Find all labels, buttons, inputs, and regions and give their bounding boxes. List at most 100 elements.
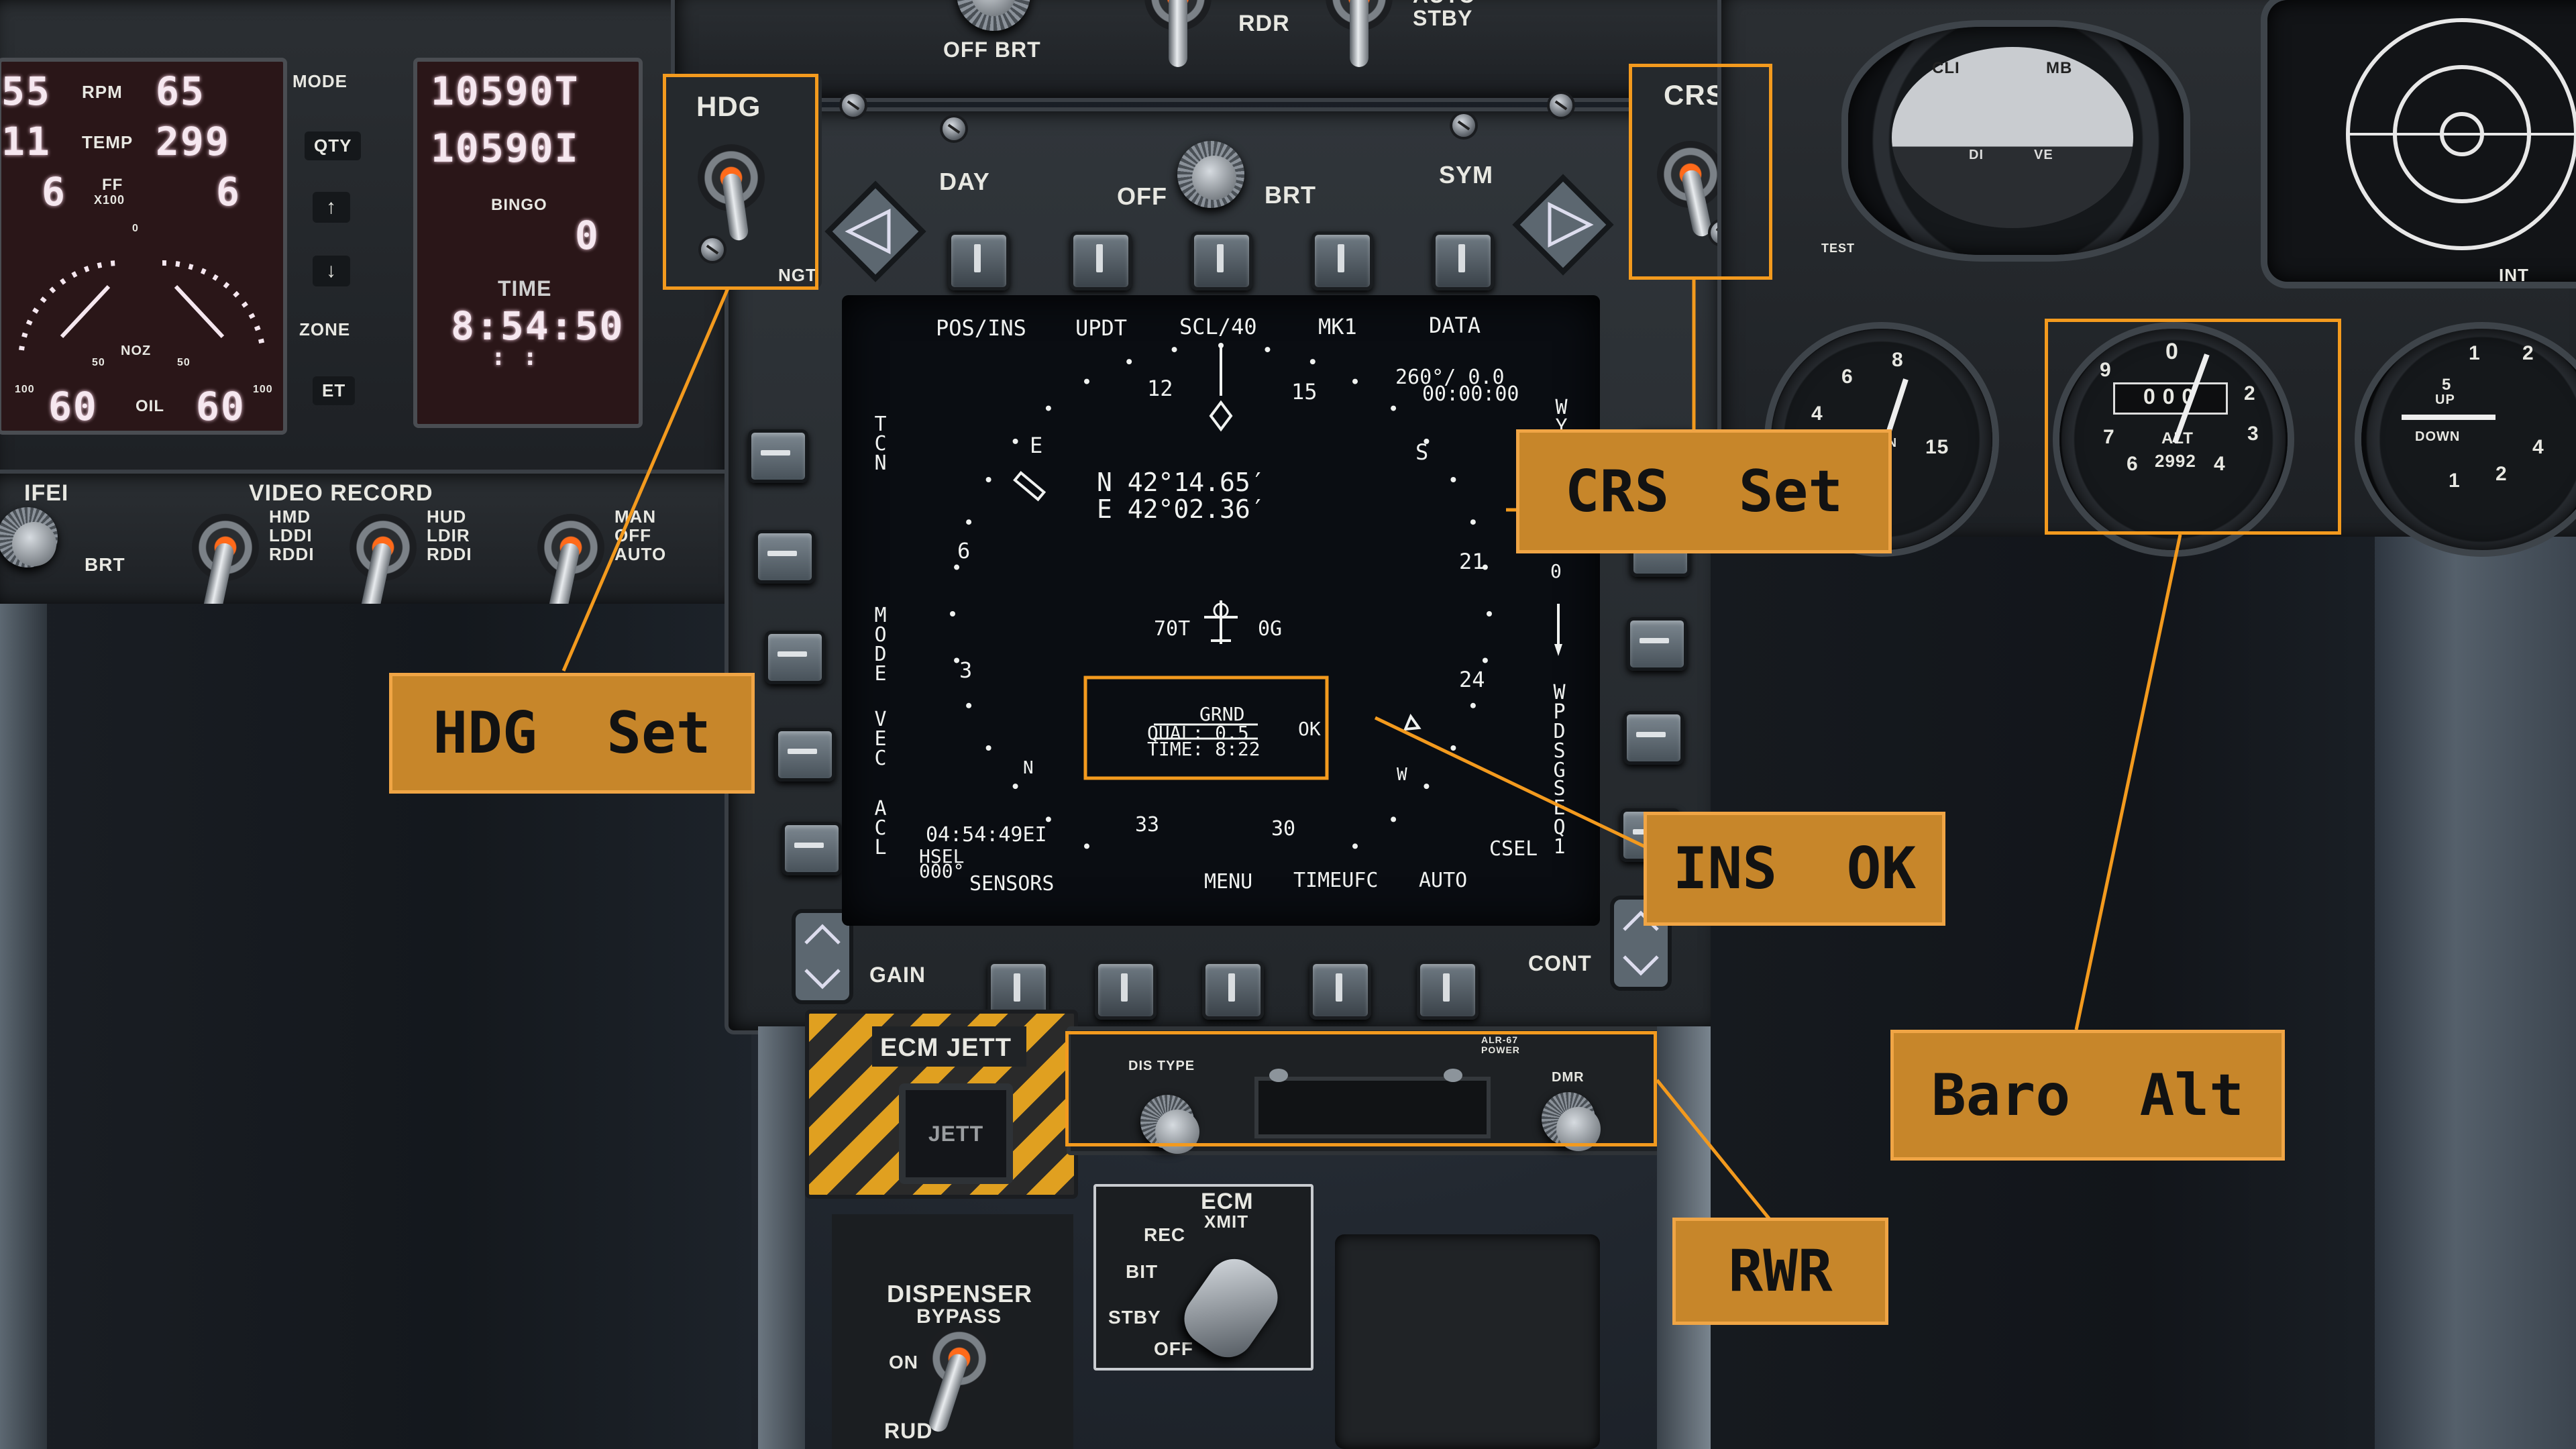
compass-6: 6 bbox=[957, 538, 971, 564]
ifei-zone-button[interactable]: ZONE bbox=[299, 319, 351, 339]
cont-label: CONT bbox=[1528, 951, 1592, 975]
time-to-go: 00:00:00 bbox=[1422, 382, 1519, 406]
ddi-brightness-knob[interactable] bbox=[1177, 141, 1244, 208]
ddi-screen: POS/INS UPDT SCL/40 MK1 DATA TCN MODE VE… bbox=[842, 295, 1600, 926]
ddi-pb-top-2[interactable] bbox=[1070, 231, 1132, 290]
ddi-pb-left-3[interactable] bbox=[765, 631, 825, 684]
auto-stby-label: AUTO STBY bbox=[1413, 0, 1475, 30]
crs-label: CRS bbox=[1664, 79, 1725, 111]
off-label: OFF bbox=[1117, 182, 1167, 210]
sym-rocker[interactable] bbox=[1509, 171, 1617, 278]
gain-rocker[interactable] bbox=[792, 909, 853, 1004]
ngt-label: NGT bbox=[778, 265, 817, 285]
vsi-mark-4: 4 bbox=[2532, 436, 2544, 458]
ff-right: 6 bbox=[216, 169, 241, 215]
screw bbox=[943, 117, 965, 140]
noz-scale-50-left: 50 bbox=[92, 357, 105, 368]
crs-set-callout: CRS Set bbox=[1516, 429, 1892, 553]
video-switch-2[interactable] bbox=[350, 514, 417, 618]
vsi-mark-2: 2 bbox=[2522, 342, 2534, 364]
upper-brt-knob[interactable] bbox=[957, 0, 1030, 31]
video-switch-1[interactable] bbox=[192, 514, 259, 618]
compass-dot bbox=[954, 564, 960, 570]
ddi-pb-top-1[interactable] bbox=[948, 231, 1010, 290]
rec-label: REC bbox=[1144, 1224, 1186, 1245]
ddi-pb-top-4[interactable] bbox=[1311, 231, 1373, 290]
noz-scale-100-left: 100 bbox=[15, 384, 35, 395]
ddi-pb-bottom-4[interactable] bbox=[1309, 961, 1371, 1020]
vsi-mark-2b: 2 bbox=[2496, 463, 2508, 485]
rwr-indicator-right bbox=[1444, 1069, 1462, 1082]
gain-label: GAIN bbox=[869, 963, 926, 987]
hsi-gauge bbox=[2267, 0, 2576, 282]
sw1-rddi: RDDI bbox=[269, 544, 315, 564]
compass-30: 30 bbox=[1271, 817, 1296, 841]
dispenser-on-label: ON bbox=[889, 1352, 918, 1373]
ifei-up-button[interactable]: ↑ bbox=[313, 192, 350, 223]
ddi-pb-top-3[interactable] bbox=[1191, 231, 1252, 290]
ddi-pb-left-5[interactable] bbox=[782, 822, 842, 875]
compass-s: S bbox=[1415, 439, 1429, 465]
alt-drum-window bbox=[2113, 382, 2228, 415]
osb-sensors: SENSORS bbox=[969, 872, 1055, 896]
ifei-down-button[interactable]: ↓ bbox=[313, 256, 350, 286]
auto-stby-switch[interactable] bbox=[1326, 0, 1393, 67]
crs-highlight bbox=[1629, 64, 1772, 280]
rwr-indicator-left bbox=[1269, 1069, 1288, 1082]
ddi-pb-top-5[interactable] bbox=[1432, 231, 1494, 290]
compass-dot bbox=[966, 702, 972, 708]
ddi-pb-right-3[interactable] bbox=[1627, 617, 1687, 671]
dispenser-switch[interactable] bbox=[926, 1325, 993, 1434]
ddi-pb-left-4[interactable] bbox=[775, 728, 835, 782]
alt-mark-4: 4 bbox=[2214, 453, 2226, 475]
nozzle-gauges bbox=[19, 260, 266, 351]
ifei-mode-button[interactable]: MODE bbox=[292, 71, 347, 91]
rud-label: RUD bbox=[884, 1419, 933, 1443]
dis-type-knob[interactable] bbox=[1140, 1095, 1199, 1154]
hdg-label: HDG bbox=[696, 91, 761, 122]
jett-button[interactable]: JETT bbox=[899, 1083, 1013, 1184]
sw3-auto: AUTO bbox=[614, 544, 667, 564]
time-value: 8:54:50 bbox=[451, 303, 625, 349]
fuel-internal: 10590I bbox=[431, 125, 580, 171]
ifei-panel: 55 RPM 65 11 TEMP 299 6 FF X100 6 NOZ 10… bbox=[0, 0, 733, 498]
vsi-up-label: UP bbox=[2435, 392, 2455, 407]
day-rocker[interactable] bbox=[822, 178, 929, 285]
ddi-pb-bottom-2[interactable] bbox=[1095, 961, 1157, 1020]
ddi-pb-left-1[interactable] bbox=[748, 429, 808, 483]
day-label: DAY bbox=[939, 168, 990, 195]
compass-dot bbox=[1084, 378, 1089, 384]
oil-right: 60 bbox=[196, 384, 246, 429]
ddi-pb-bottom-5[interactable] bbox=[1417, 961, 1479, 1020]
compass-e: E bbox=[1030, 433, 1043, 458]
ddi-pb-right-4[interactable] bbox=[1623, 711, 1684, 765]
ddi-pb-bottom-3[interactable] bbox=[1202, 961, 1264, 1020]
ifei-qty-button[interactable]: QTY bbox=[305, 131, 362, 160]
cont-rocker[interactable] bbox=[1610, 896, 1672, 991]
video-switch-1-labels: HMD LDDI RDDI bbox=[269, 507, 315, 564]
compass-dot bbox=[1045, 405, 1051, 411]
crs-switch[interactable] bbox=[1657, 141, 1724, 238]
compass-dot bbox=[1487, 611, 1492, 616]
temp-label: TEMP bbox=[82, 132, 133, 152]
rdr-switch[interactable] bbox=[1144, 0, 1212, 67]
noz-label: NOZ bbox=[121, 343, 152, 358]
compass-dot bbox=[1470, 702, 1476, 708]
sw2-ldir: LDIR bbox=[427, 525, 470, 545]
hsi-int-label: INT bbox=[2499, 265, 2529, 285]
compass-dot bbox=[1450, 745, 1456, 751]
ifei-et-button[interactable]: ET bbox=[313, 376, 356, 405]
ddi-pb-left-2[interactable] bbox=[755, 530, 815, 584]
ifei-brt-knob[interactable] bbox=[0, 507, 58, 568]
osb-timeufc: TIMEUFC bbox=[1293, 869, 1379, 892]
compass-dot bbox=[1126, 359, 1132, 365]
clock: 04:54:49EI bbox=[926, 823, 1047, 847]
compass-24: 24 bbox=[1459, 667, 1485, 692]
video-switch-3[interactable] bbox=[537, 514, 604, 618]
osb-tcn: TCN bbox=[869, 413, 892, 471]
osb-acl: ACL bbox=[869, 797, 892, 855]
adi-test-label: TEST bbox=[1821, 241, 1856, 255]
compass-dot bbox=[1171, 347, 1177, 353]
jett-button-label: JETT bbox=[928, 1121, 984, 1146]
hdg-switch[interactable] bbox=[698, 144, 765, 242]
